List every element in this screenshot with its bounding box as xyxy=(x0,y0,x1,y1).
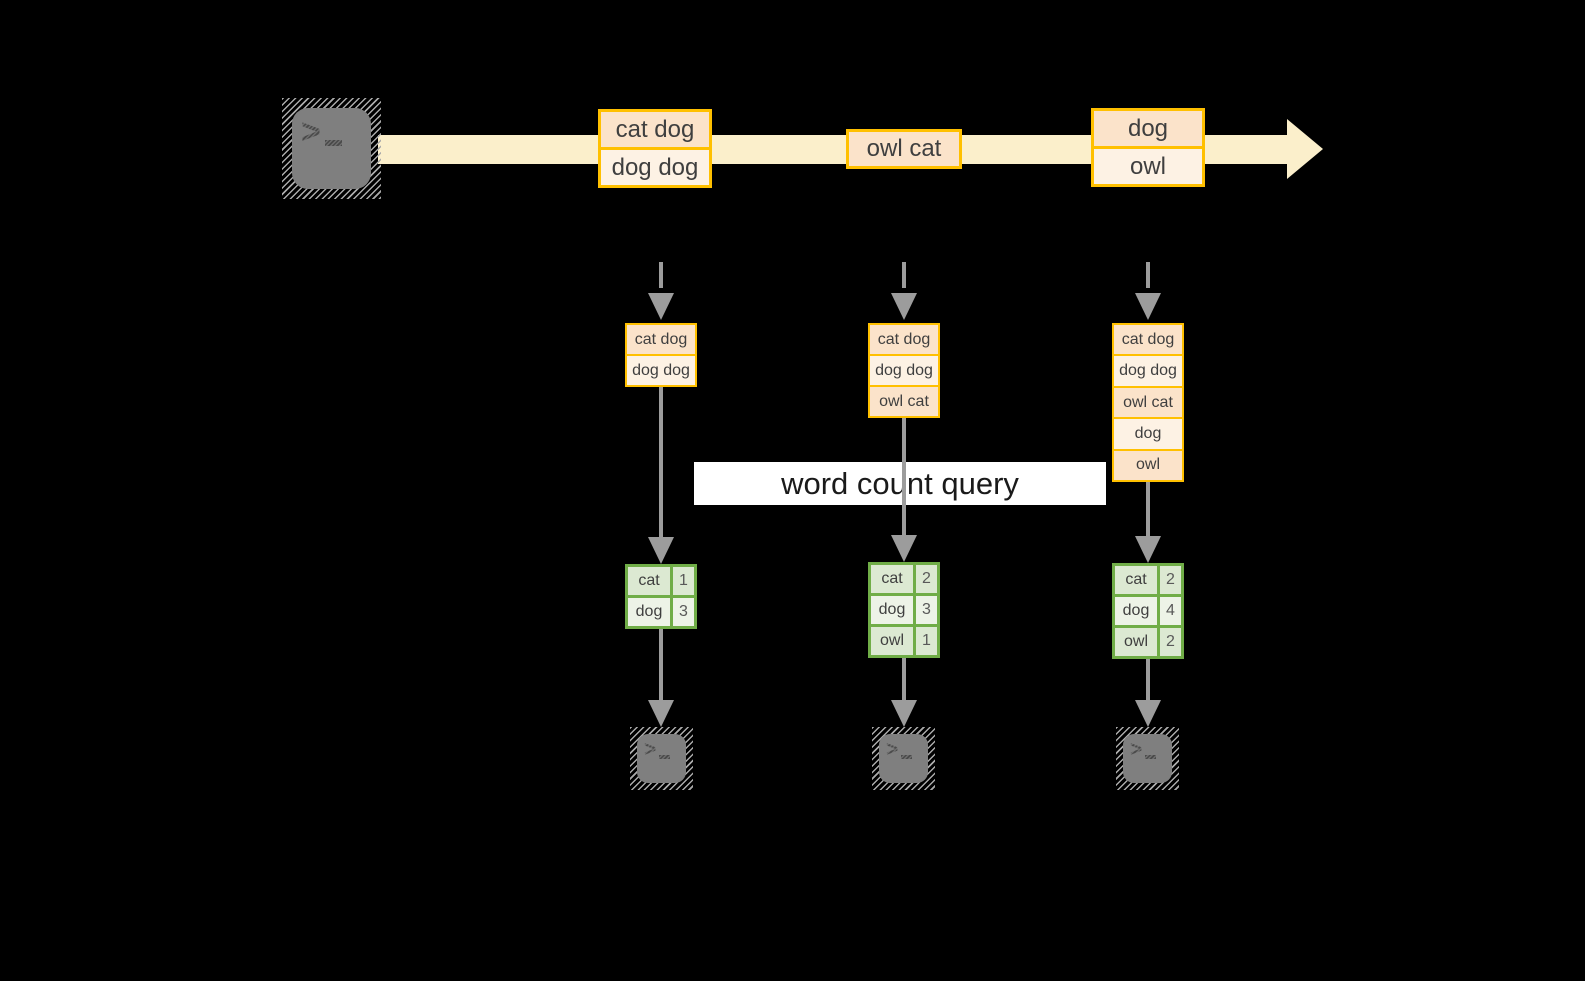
query-arrowhead-icon xyxy=(891,535,917,562)
stream-record: owl cat xyxy=(849,132,959,166)
stream-batch-3: dog owl xyxy=(1091,108,1205,187)
result-count-cell: 1 xyxy=(673,567,694,595)
prompt-underscore-icon xyxy=(325,140,342,146)
stream-source-terminal-icon: > xyxy=(282,98,381,199)
result-count-cell: 2 xyxy=(916,565,937,593)
result-row: cat 1 xyxy=(628,567,694,595)
input-record: dog dog xyxy=(870,354,938,385)
output-sink-terminal-icon: > xyxy=(630,727,693,790)
trigger-arrowhead-icon xyxy=(648,293,674,320)
query-arrow-line xyxy=(1146,481,1150,537)
result-row: owl 2 xyxy=(1115,625,1181,656)
output-arrowhead-icon xyxy=(891,700,917,727)
prompt-underscore-icon xyxy=(901,755,912,759)
output-sink-terminal-icon: > xyxy=(1116,727,1179,790)
terminal-screen: > xyxy=(292,108,371,189)
result-count-cell: 2 xyxy=(1160,566,1181,594)
query-label: word count query xyxy=(694,462,1106,505)
prompt-underscore-icon xyxy=(659,755,670,759)
result-row: dog 3 xyxy=(871,593,937,624)
trigger-arrowhead-icon xyxy=(891,293,917,320)
result-word-cell: dog xyxy=(628,598,673,626)
result-table-1: cat 1 dog 3 xyxy=(625,564,697,629)
result-row: dog 4 xyxy=(1115,594,1181,625)
result-word-cell: owl xyxy=(871,627,916,655)
result-word-cell: dog xyxy=(1115,597,1160,625)
trigger-arrow-dash xyxy=(902,262,906,288)
output-arrow-line xyxy=(1146,658,1150,701)
result-row: owl 1 xyxy=(871,624,937,655)
trigger-arrowhead-icon xyxy=(1135,293,1161,320)
query-arrowhead-icon xyxy=(648,537,674,564)
output-sink-terminal-icon: > xyxy=(872,727,935,790)
prompt-chevron-icon: > xyxy=(886,738,899,761)
stream-batch-2: owl cat xyxy=(846,129,962,169)
input-table-2: cat dog dog dog owl cat xyxy=(868,323,940,418)
prompt-chevron-icon: > xyxy=(301,113,321,151)
result-row: cat 2 xyxy=(1115,566,1181,594)
result-word-cell: owl xyxy=(1115,628,1160,656)
result-count-cell: 3 xyxy=(916,596,937,624)
prompt-underscore-icon xyxy=(1145,755,1156,759)
output-arrow-line xyxy=(902,658,906,701)
input-record: cat dog xyxy=(627,325,695,354)
result-count-cell: 2 xyxy=(1160,628,1181,656)
result-count-cell: 3 xyxy=(673,598,694,626)
stream-record: owl xyxy=(1094,146,1202,184)
input-record: cat dog xyxy=(1114,325,1182,355)
input-table-3: cat dog dog dog owl cat dog owl xyxy=(1112,323,1184,482)
stream-record: dog dog xyxy=(601,147,709,185)
terminal-screen: > xyxy=(637,734,686,783)
query-arrow-line xyxy=(902,417,906,536)
input-record: dog xyxy=(1114,417,1182,449)
input-record: owl cat xyxy=(1114,385,1182,418)
trigger-arrow-dash xyxy=(659,262,663,288)
result-count-cell: 1 xyxy=(916,627,937,655)
result-count-cell: 4 xyxy=(1160,597,1181,625)
input-table-1: cat dog dog dog xyxy=(625,323,697,387)
stream-record: dog xyxy=(1094,111,1202,146)
input-record: owl cat xyxy=(870,385,938,416)
terminal-screen: > xyxy=(1123,734,1172,783)
result-row: dog 3 xyxy=(628,595,694,626)
result-word-cell: cat xyxy=(1115,566,1160,594)
stream-record: cat dog xyxy=(601,112,709,147)
prompt-chevron-icon: > xyxy=(1130,738,1143,761)
query-arrow-line xyxy=(659,386,663,538)
output-arrowhead-icon xyxy=(1135,700,1161,727)
result-word-cell: cat xyxy=(871,565,916,593)
trigger-arrow-dash xyxy=(1146,262,1150,288)
output-arrowhead-icon xyxy=(648,700,674,727)
input-record: dog dog xyxy=(627,354,695,385)
result-table-3: cat 2 dog 4 owl 2 xyxy=(1112,563,1184,659)
stream-timeline-arrowhead-icon xyxy=(1287,119,1323,179)
result-table-2: cat 2 dog 3 owl 1 xyxy=(868,562,940,658)
terminal-screen: > xyxy=(879,734,928,783)
result-word-cell: dog xyxy=(871,596,916,624)
input-record: owl xyxy=(1114,448,1182,481)
result-row: cat 2 xyxy=(871,565,937,593)
prompt-chevron-icon: > xyxy=(644,738,657,761)
query-arrowhead-icon xyxy=(1135,536,1161,563)
result-word-cell: cat xyxy=(628,567,673,595)
stream-batch-1: cat dog dog dog xyxy=(598,109,712,188)
output-arrow-line xyxy=(659,629,663,701)
input-record: cat dog xyxy=(870,325,938,354)
input-record: dog dog xyxy=(1114,354,1182,386)
